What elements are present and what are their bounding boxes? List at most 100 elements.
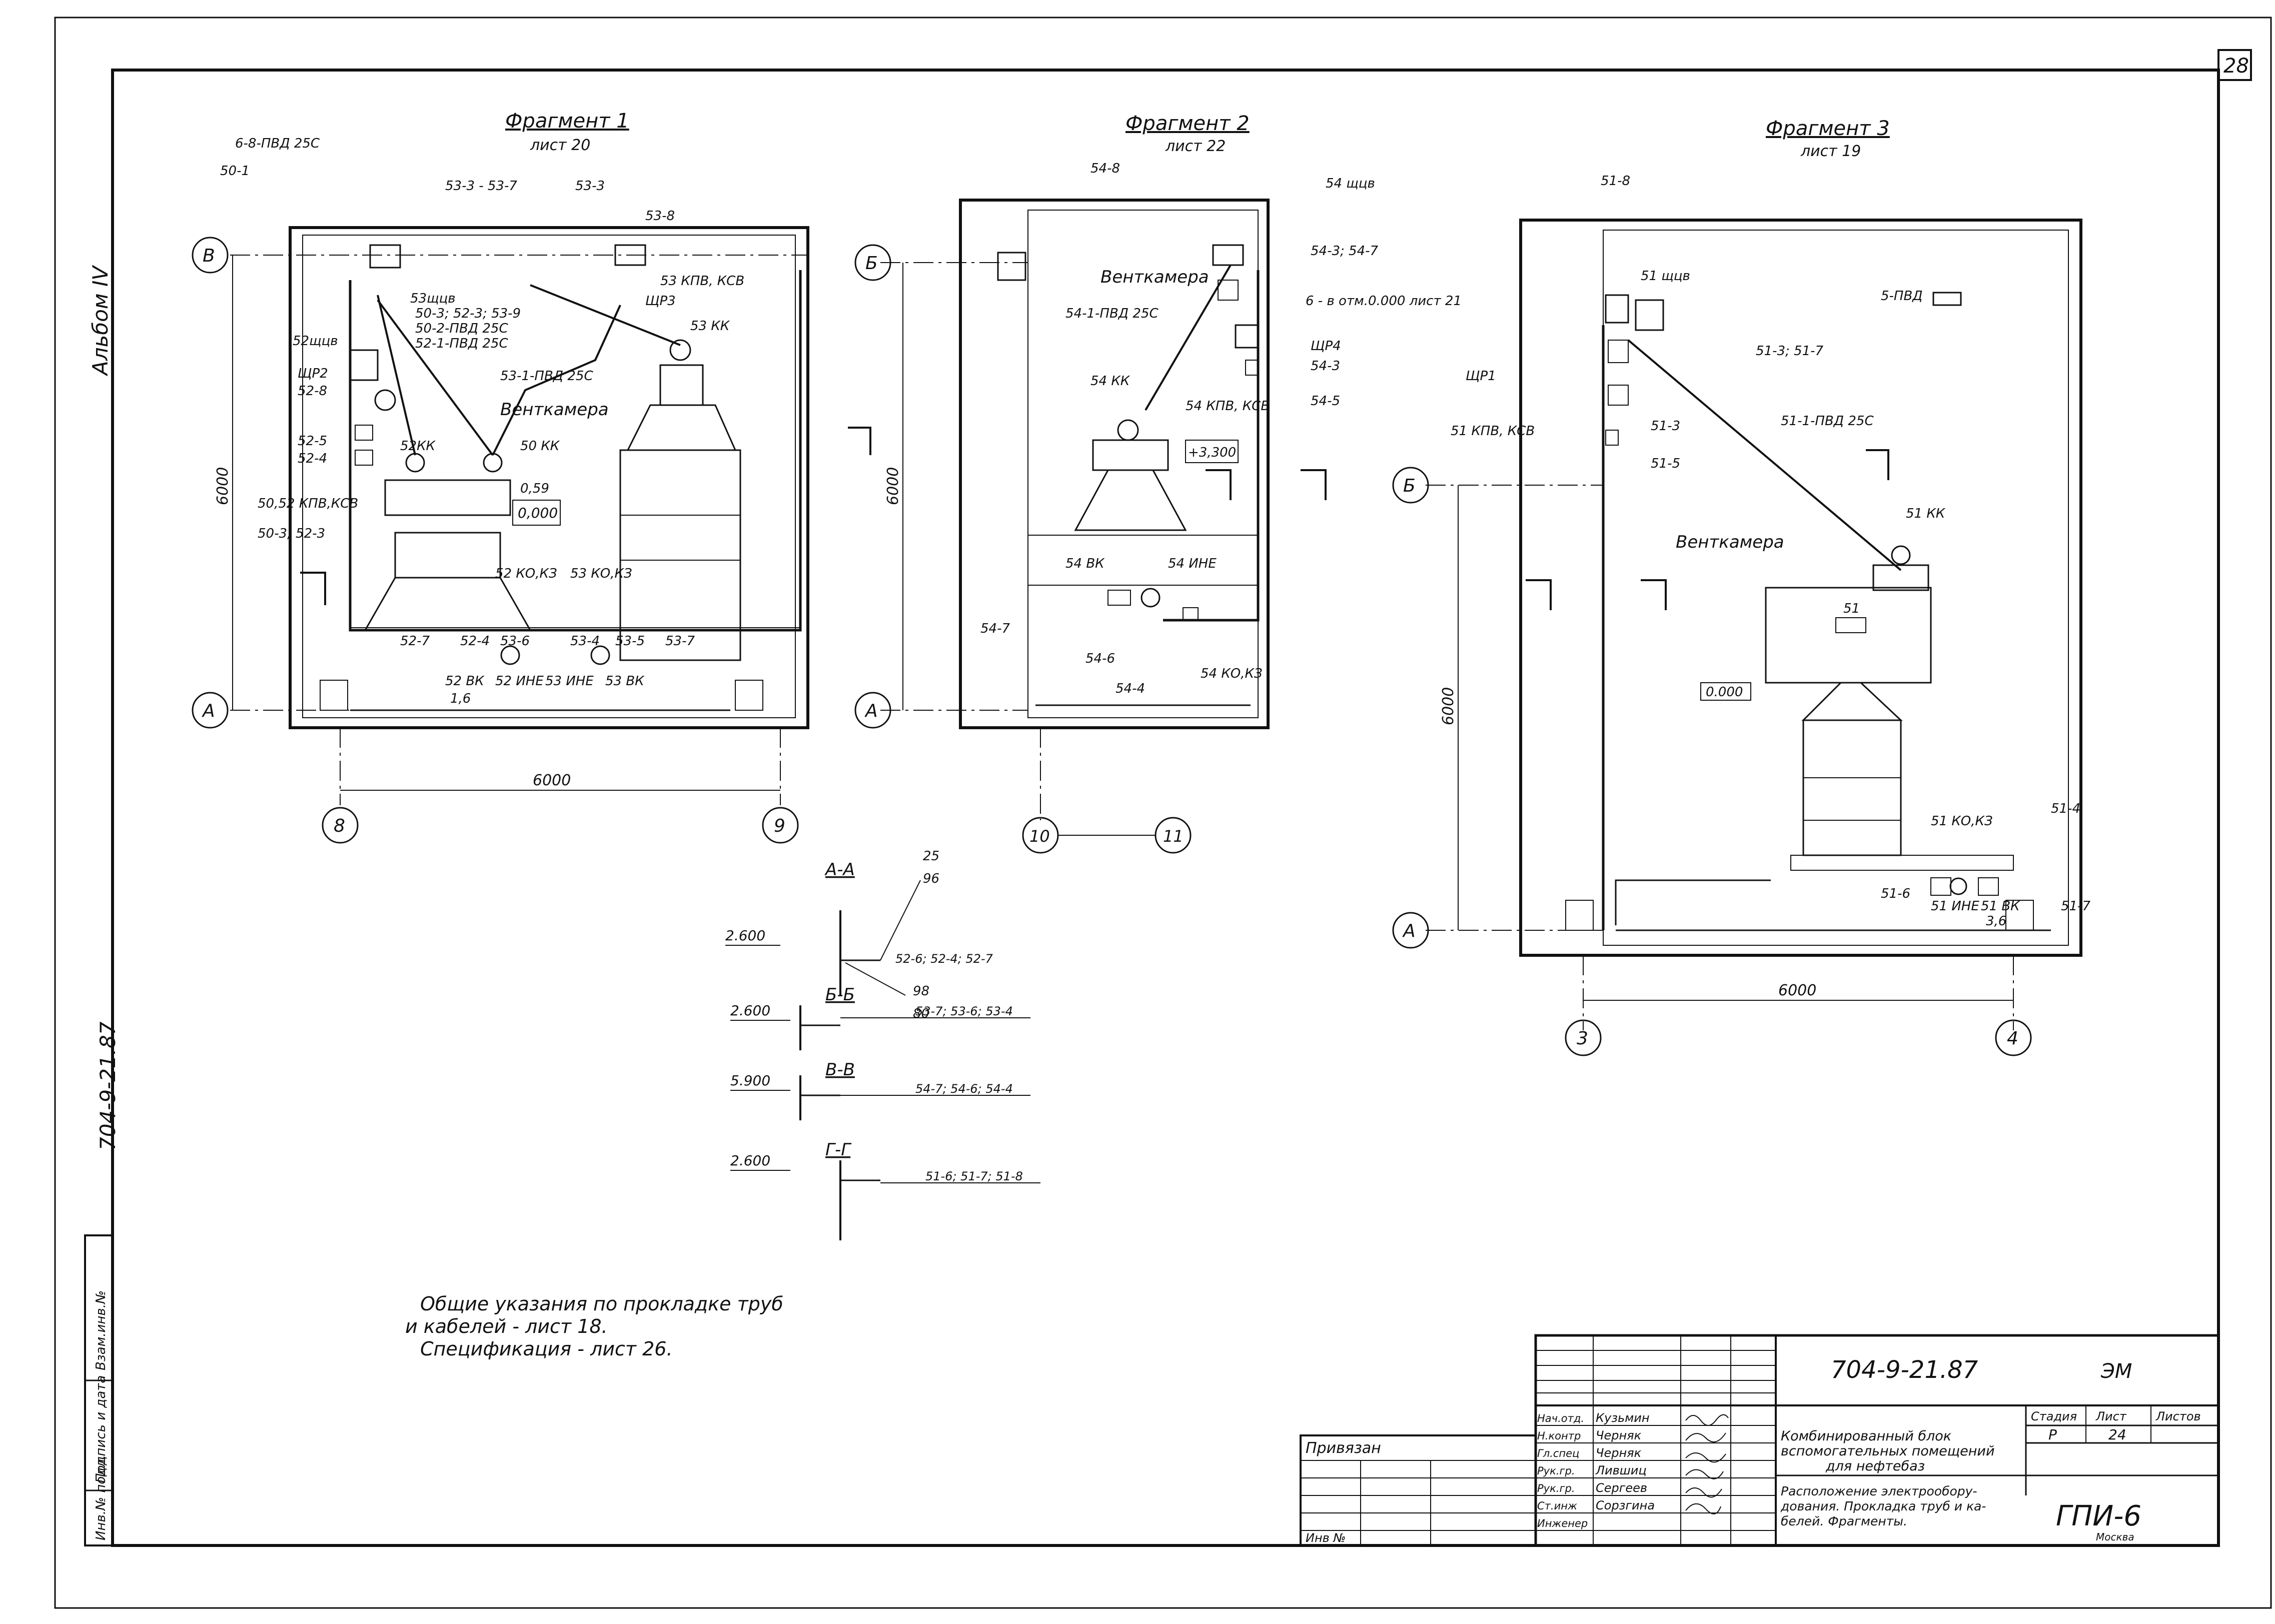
tb-privyazan: Привязан [1306,1439,1381,1457]
tb-role-3: Рук.гр. [1537,1465,1575,1477]
f1-label-16: 50-3; 52-3 [258,526,325,541]
f1-label-6: 50-3; 52-3; 53-9 [415,306,521,321]
f3-label-15: 51 ВК [1981,899,2020,914]
f1-axis-a: А [202,701,215,721]
f3-label-16: 51-7 [2061,899,2090,914]
f3-level: 0.000 [1706,685,1743,700]
sec-g-elev: 2.600 [730,1152,770,1169]
tb-name-2: Черняк [1596,1446,1642,1460]
fragment-1-subtitle: лист 20 [530,137,590,154]
sec-v-elev: 5.900 [730,1072,770,1089]
f1-label-23: 52-4 [460,634,490,649]
f3-label-7: 51 КПВ, КСВ [1451,424,1535,439]
fragment-3-title: Фрагмент 3 [1766,117,1890,140]
f2-axis-b: Б [865,253,878,274]
sec-b-title: Б-Б [825,985,855,1005]
f1-label-33: 53 ВК [605,674,645,689]
sec-b-refs: 53-7; 53-6; 53-4 [915,1004,1013,1018]
sheet-number: 28 [2223,55,2249,78]
note-line-2: и кабелей - лист 18. [405,1315,608,1337]
f1-label-20: ЩР3 [645,294,676,309]
sec-a-80: 80 [913,1006,929,1021]
f2-axis-11: 11 [1163,827,1184,846]
tb-project-1: вспомогательных помещений [1781,1443,1995,1459]
f1-label-2: 53-3 - 53-7 [445,179,517,194]
f3-label-4: ЩР1 [1466,369,1496,384]
f2-label-14: 54-4 [1115,681,1145,696]
f1-label-3: 53-3 [575,179,605,194]
f1-label-19: 53 КК [690,319,730,334]
f3-label-17: 3,6 [1986,914,2006,929]
tb-sheet-title-1: дования. Прокладка труб и ка- [1780,1499,1986,1513]
f1-axis-8: 8 [334,816,345,836]
side-code: 704-9-21.87 [96,1021,120,1150]
f2-label-0: 54-8 [1090,161,1120,176]
f1-dim-width: 6000 [533,772,571,789]
tb-sheet-label: Лист [2095,1409,2127,1423]
tb-sheet: 24 [2108,1426,2126,1443]
tb-project-0: Комбинированный блок [1781,1428,1952,1444]
f1-label-21: 53 КПВ, КСВ [660,274,744,289]
f2-room: Венткамера [1100,267,1209,287]
tb-name-4: Сергеев [1596,1481,1647,1495]
tb-project-2: для нефтебаз [1825,1458,1925,1474]
f3-label-10: 51 [1843,601,1860,616]
fragment-1: Фрагмент 1 лист 20 В А 8 9 6000 6000 0,0… [192,110,871,844]
f1-axis-v: В [203,246,215,266]
f1-label-31: 52 ИНЕ [495,674,544,689]
f1-label-15: 50,52 КПВ,КСВ [258,496,358,511]
f2-label-8: 54 КК [1090,374,1130,389]
f1-label-1: 50-1 [220,164,250,179]
fragment-1-title: Фрагмент 1 [505,110,629,133]
album-label: Альбом IV [88,265,113,377]
tb-name-3: Лившиц [1595,1463,1647,1477]
f2-label-3: 54-1-ПВД 25С [1065,306,1159,321]
tb-org: ГПИ-6 [2056,1500,2141,1532]
f3-axis-3: 3 [1577,1028,1588,1049]
f1-label-0: 6-8-ПВД 25С [235,136,320,151]
f1-label-9: 53-1-ПВД 25С [500,369,593,384]
f1-label-11: ЩР2 [298,366,328,381]
f2-label-9: 54 КПВ, КСВ [1186,399,1270,414]
sec-a-title: А-А [824,860,855,880]
f3-label-3: 51-3; 51-7 [1756,344,1823,359]
f2-axis-a: А [864,701,878,721]
f3-axis-a: А [1402,921,1416,941]
general-notes: Общие указания по прокладке труб и кабел… [405,1293,783,1360]
f2-label-7: 54-5 [1311,394,1340,409]
sec-g-title: Г-Г [825,1140,852,1160]
outer-frame [54,17,2272,1609]
f3-label-14: 51 ИНЕ [1931,899,1979,914]
f3-label-5: 51-1-ПВД 25С [1781,414,1874,429]
f1-label-24: 53-6 [500,634,530,649]
f3-label-0: 51-8 [1601,174,1630,189]
f1-dim-height: 6000 [214,467,232,505]
f2-axis-10: 10 [1029,827,1050,846]
f3-room: Венткамера [1676,532,1784,552]
sec-a-98: 98 [913,984,929,999]
f1-label-14: 52-4 [298,451,327,466]
tb-city: Москва [2096,1531,2134,1543]
fragment-2: Фрагмент 2 лист 22 Б А 10 11 6000 Вентка… [854,112,1462,854]
tb-name-5: Сорзгина [1596,1498,1655,1512]
f3-axis-4: 4 [2007,1028,2018,1049]
tb-role-1: Н.контр [1537,1430,1581,1442]
tb-sheet-title-0: Расположение электрообору- [1781,1484,1977,1498]
f1-label-12: 52-8 [298,384,327,399]
f1-label-10: 52щцв [293,334,338,349]
f1-label-5: 53щцв [410,291,456,306]
fragment-2-subtitle: лист 22 [1165,138,1226,155]
f3-label-1: 51 щцв [1641,269,1690,284]
tb-sheets-label: Листов [2155,1409,2201,1423]
sec-a-96: 96 [923,871,939,886]
title-block: Привязан Инв № Нач.отд. Н.контр Гл.спец … [1300,1334,2220,1547]
f1-label-25: 53-4 [570,634,600,649]
sections: А-А 2.600 25 96 52-6; 52-4; 52-7 98 80 Б… [725,849,1040,1240]
inner-frame [111,69,2220,1547]
f1-axis-9: 9 [774,816,785,836]
f1-label-7: 50-2-ПВД 25С [415,321,508,336]
f3-dim-height: 6000 [1440,687,1457,725]
f3-dim-width: 6000 [1778,982,1816,999]
tb-stage: Р [2048,1426,2057,1443]
tb-role-4: Рук.гр. [1537,1482,1575,1494]
